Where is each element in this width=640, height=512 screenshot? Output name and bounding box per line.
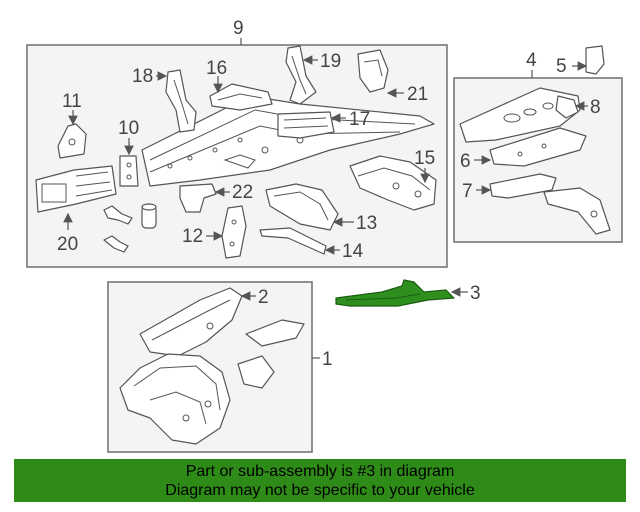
callout-18: 18 xyxy=(132,66,153,87)
part-4-rail xyxy=(459,87,581,143)
banner-line-2: Diagram may not be specific to your vehi… xyxy=(165,481,475,499)
callout-11: 11 xyxy=(62,91,82,112)
part-15 xyxy=(349,155,437,211)
callout-13: 13 xyxy=(356,213,377,234)
part-4-bracket xyxy=(543,187,611,235)
frame-rail xyxy=(141,95,435,187)
part-2 xyxy=(139,287,243,357)
part-6 xyxy=(489,127,587,167)
part-5 xyxy=(585,45,605,75)
callout-12: 12 xyxy=(182,226,203,247)
callout-17: 17 xyxy=(349,109,370,130)
callout-22: 22 xyxy=(232,182,253,203)
callout-19: 19 xyxy=(320,51,341,72)
callout-1: 1 xyxy=(322,349,333,370)
part-8 xyxy=(555,95,579,119)
part-22 xyxy=(179,183,217,213)
banner-line-1: Part or sub-assembly is #3 in diagram xyxy=(185,462,455,480)
callout-16: 16 xyxy=(206,58,227,79)
callout-15: 15 xyxy=(414,148,435,169)
callout-4: 4 xyxy=(526,50,537,71)
callout-6: 6 xyxy=(460,151,471,172)
callout-21: 21 xyxy=(407,84,428,105)
callout-3: 3 xyxy=(470,283,481,304)
callout-2: 2 xyxy=(258,287,269,308)
part-10 xyxy=(119,155,139,187)
callout-20: 20 xyxy=(57,234,78,255)
callout-9: 9 xyxy=(233,18,244,39)
callout-5: 5 xyxy=(556,56,567,77)
part-21 xyxy=(357,49,389,93)
callout-7: 7 xyxy=(462,181,473,202)
fasteners xyxy=(103,203,157,253)
info-banner: Part or sub-assembly is #3 in diagram Di… xyxy=(14,459,626,502)
callout-10: 10 xyxy=(118,118,139,139)
callout-14: 14 xyxy=(342,241,364,262)
part-1-bracket-b xyxy=(237,355,275,389)
part-3-highlighted xyxy=(335,279,455,307)
part-7 xyxy=(489,173,557,199)
part-14 xyxy=(259,227,327,255)
part-16 xyxy=(209,83,273,111)
callout-8: 8 xyxy=(590,97,601,118)
part-1-bracket-a xyxy=(245,319,305,347)
